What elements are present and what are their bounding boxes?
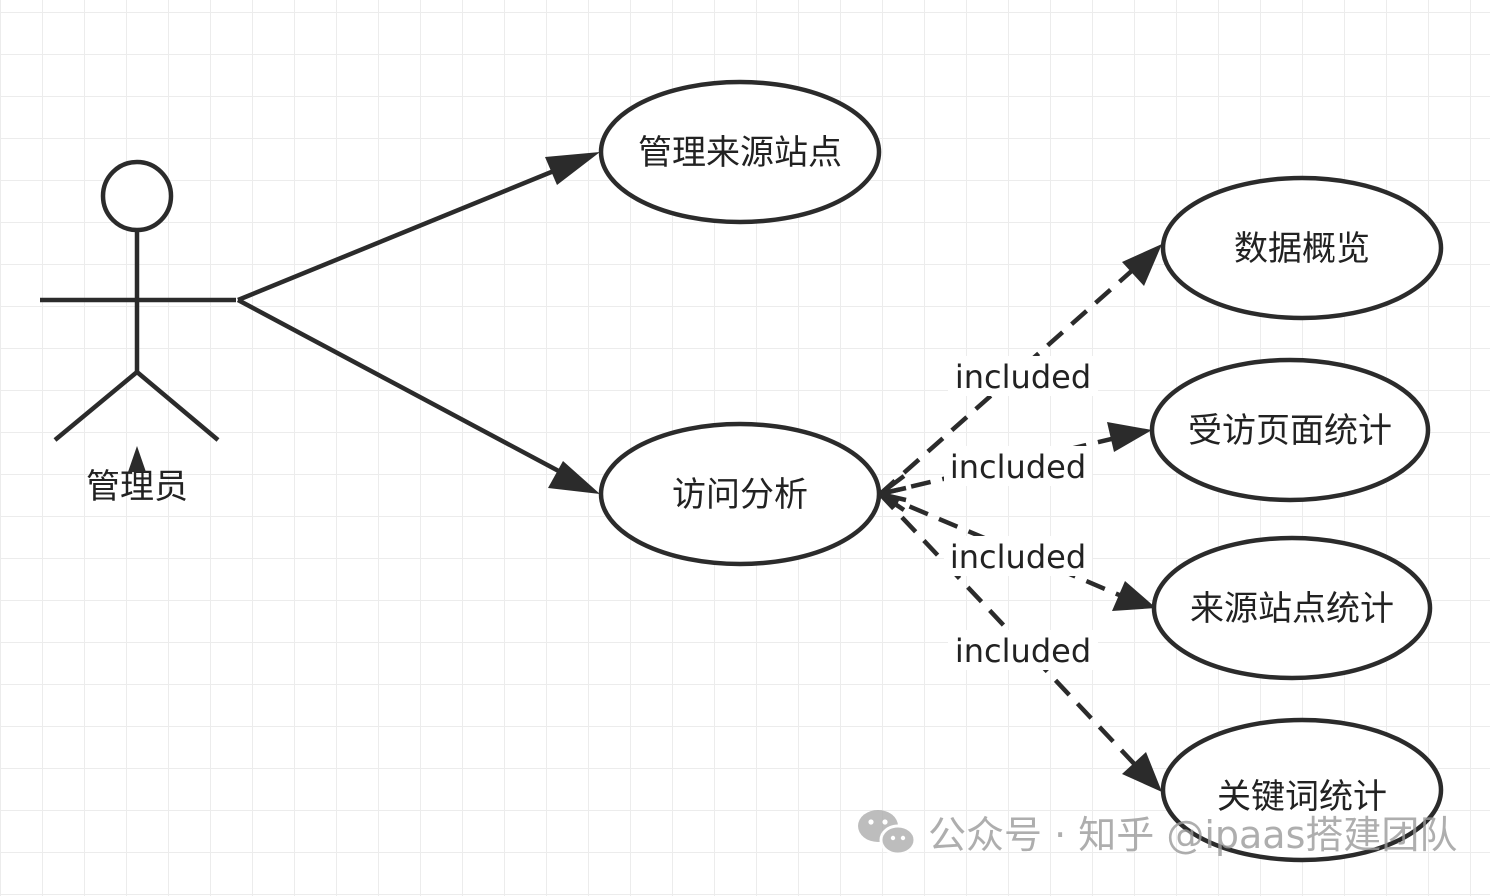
svg-text:关键词统计: 关键词统计 — [1217, 777, 1387, 817]
actor-right-leg — [135, 370, 220, 442]
actor-admin[interactable]: 管理员 — [40, 159, 236, 507]
include-label-3: included — [944, 536, 1092, 576]
include-label-1: included — [948, 356, 1098, 396]
actor-head — [100, 159, 174, 233]
wechat-icon — [858, 810, 917, 856]
watermark: 公众号 · 知乎 @ipaas搭建团队 — [858, 810, 1457, 857]
association-visit-analysis — [236, 298, 600, 494]
svg-text:来源站点统计: 来源站点统计 — [1190, 589, 1394, 629]
svg-text:included: included — [950, 448, 1086, 486]
actor-label: 管理员 — [86, 467, 188, 507]
actor-label-cursor — [128, 446, 146, 472]
actor-left-leg — [53, 370, 139, 442]
include-edge-keyword-stats — [878, 492, 1162, 792]
svg-text:公众号 · 知乎 @ipaas搭建团队: 公众号 · 知乎 @ipaas搭建团队 — [928, 813, 1457, 857]
svg-text:管理来源站点: 管理来源站点 — [638, 133, 842, 173]
svg-text:included: included — [955, 632, 1091, 670]
usecase-page-stats[interactable]: 受访页面统计 — [1149, 357, 1431, 503]
usecase-data-overview[interactable]: 数据概览 — [1160, 175, 1444, 321]
svg-text:数据概览: 数据概览 — [1234, 229, 1370, 269]
usecase-visit-analysis[interactable]: 访问分析 — [598, 421, 882, 567]
svg-text:访问分析: 访问分析 — [672, 475, 808, 515]
include-label-4: included — [948, 630, 1098, 670]
usecase-keyword-stats[interactable]: 关键词统计 — [1160, 717, 1444, 863]
svg-text:included: included — [950, 538, 1086, 576]
association-manage-sites — [237, 152, 600, 303]
svg-text:受访页面统计: 受访页面统计 — [1188, 411, 1392, 451]
include-label-2: included — [944, 446, 1092, 486]
svg-text:included: included — [955, 358, 1091, 396]
usecase-source-stats[interactable]: 来源站点统计 — [1151, 535, 1433, 681]
usecase-manage-sites[interactable]: 管理来源站点 — [598, 79, 882, 225]
